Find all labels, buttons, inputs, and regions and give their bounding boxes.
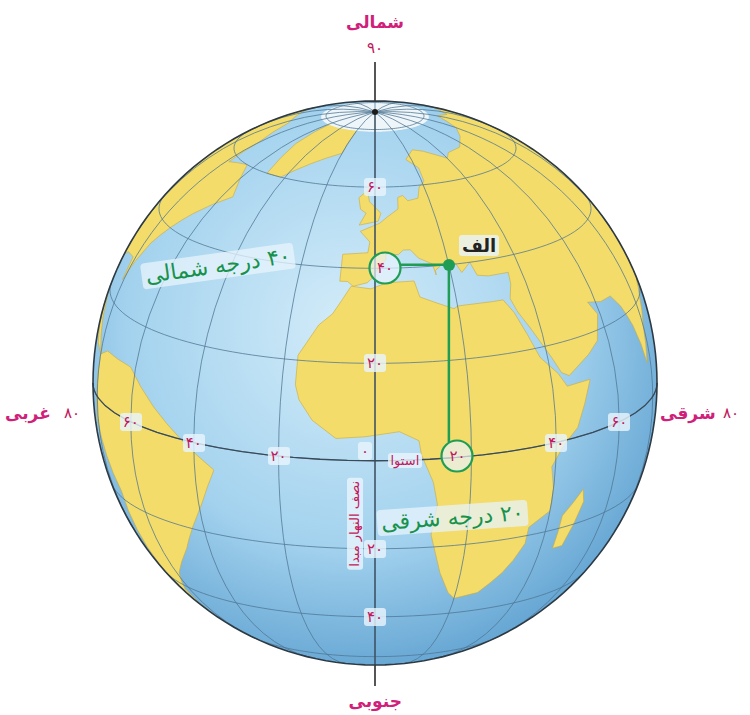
node-label: ۴۰ [377,259,393,277]
equator-label: استوا [388,453,423,469]
node-label: ۲۰ [449,447,465,465]
meridian-label: نصف النهار مبدا [347,478,363,570]
direction-label: غربی [5,403,51,423]
globe-outline [93,101,657,665]
land-mass [98,107,315,353]
land-mass [553,489,584,548]
origin-number: ۰ [358,442,372,460]
latitude-number: ۶۰ [364,178,386,196]
handwritten-note: ۲۰ درجه شرقی [376,500,528,537]
ring-outline-circle [370,253,401,284]
node-label: الف [459,235,499,257]
ring-outline-circle [442,441,473,472]
latitude-number: ۲۰ [364,540,386,558]
coordinate-guide-line [402,263,443,266]
longitude-number: ۶۰ [120,413,142,431]
pole-dot [372,109,378,115]
latitude-number: ۲۰ [364,354,386,372]
coordinate-guide-line [448,271,451,442]
direction-label: جنوبی [349,691,402,711]
direction-label: شمالی [346,12,404,32]
handwritten-note: ۴۰ درجه شمالی [140,242,297,290]
latitude-number: ۴۰ [364,608,386,626]
land-mass [97,351,214,615]
graticule-line [93,101,657,665]
circled-degree: ۴۰ [368,251,402,285]
longitude-number: ۶۰ [608,413,630,431]
land-mass [340,105,647,376]
longitude-number: ۸۰ [723,404,739,422]
longitude-number: ۴۰ [183,434,205,452]
location-point: الف [443,259,455,271]
longitude-number: ۲۰ [268,447,290,465]
ocean-sphere [93,101,657,665]
degree-number: ۹۰ [367,39,383,57]
direction-label: شرقی [660,403,716,423]
longitude-number: ۸۰ [64,404,80,422]
axis-line [374,665,376,686]
circled-degree: ۲۰ [440,439,474,473]
globe-body [93,101,657,665]
longitude-number: ۴۰ [545,434,567,452]
